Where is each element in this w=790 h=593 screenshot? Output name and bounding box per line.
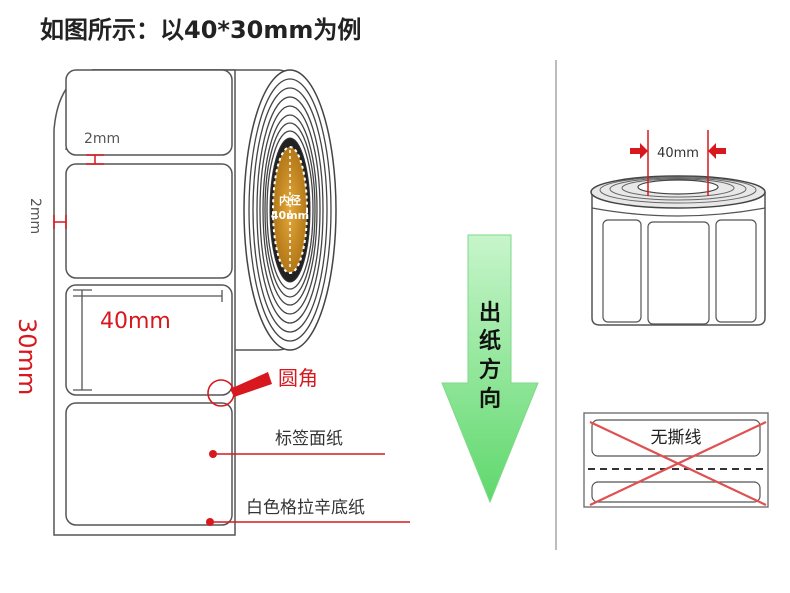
liner-label: 白色格拉辛底纸 <box>246 498 365 518</box>
gap-side-label: 2mm <box>27 198 43 234</box>
gap-side-marker: 2mm <box>27 198 67 234</box>
direction-char-1: 出 <box>479 301 501 326</box>
label-piece-4 <box>65 402 233 526</box>
right-width-label: 40mm <box>657 146 699 161</box>
face-paper-label: 标签面纸 <box>275 429 343 449</box>
gap-top-label: 2mm <box>84 131 120 147</box>
direction-char-2: 纸 <box>479 328 501 354</box>
paper-direction-arrow: 出 纸 方 向 <box>441 234 539 504</box>
label-piece-1 <box>65 69 233 156</box>
height-label: 30mm <box>13 318 41 395</box>
label-piece-3 <box>65 284 233 396</box>
no-tear-line-illustration: 无撕线 <box>583 412 769 508</box>
page-title: 如图所示：以40*30mm为例 <box>40 16 362 44</box>
width-dimension: 40mm <box>73 289 223 391</box>
label-roll-left: 内径 40mm 2mm 2mm 30mm <box>13 69 410 536</box>
label-roll-right: 40mm <box>590 130 766 326</box>
direction-char-4: 向 <box>479 386 501 412</box>
right-width-marker: 40mm <box>630 130 726 196</box>
label-piece-2 <box>65 163 233 279</box>
direction-char-3: 方 <box>479 357 501 383</box>
inner-diameter-label-1: 内径 <box>279 193 301 207</box>
width-label: 40mm <box>100 309 171 334</box>
no-tear-line-label: 无撕线 <box>651 428 702 448</box>
rounded-corner-label: 圆角 <box>278 366 318 390</box>
face-paper-callout: 标签面纸 <box>209 429 385 458</box>
rounded-corner-callout: 圆角 <box>207 366 318 407</box>
inner-diameter-label-2: 40mm <box>271 209 309 222</box>
gap-top-marker: 2mm <box>84 131 120 165</box>
liner-callout: 白色格拉辛底纸 <box>206 498 410 526</box>
